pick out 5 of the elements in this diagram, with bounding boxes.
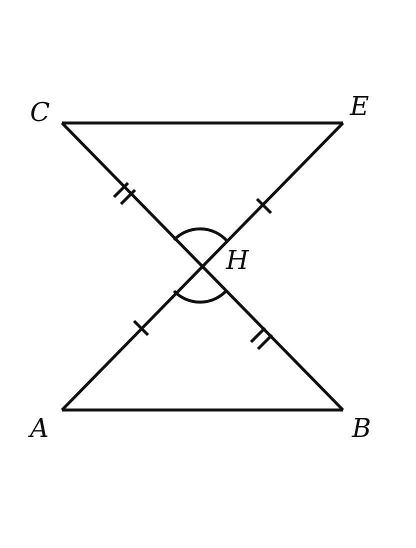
point-label: H bbox=[226, 248, 249, 274]
point-label: E bbox=[350, 94, 369, 120]
point-label: B bbox=[352, 416, 372, 442]
point-label: A bbox=[30, 416, 49, 442]
point-label: C bbox=[30, 100, 50, 126]
